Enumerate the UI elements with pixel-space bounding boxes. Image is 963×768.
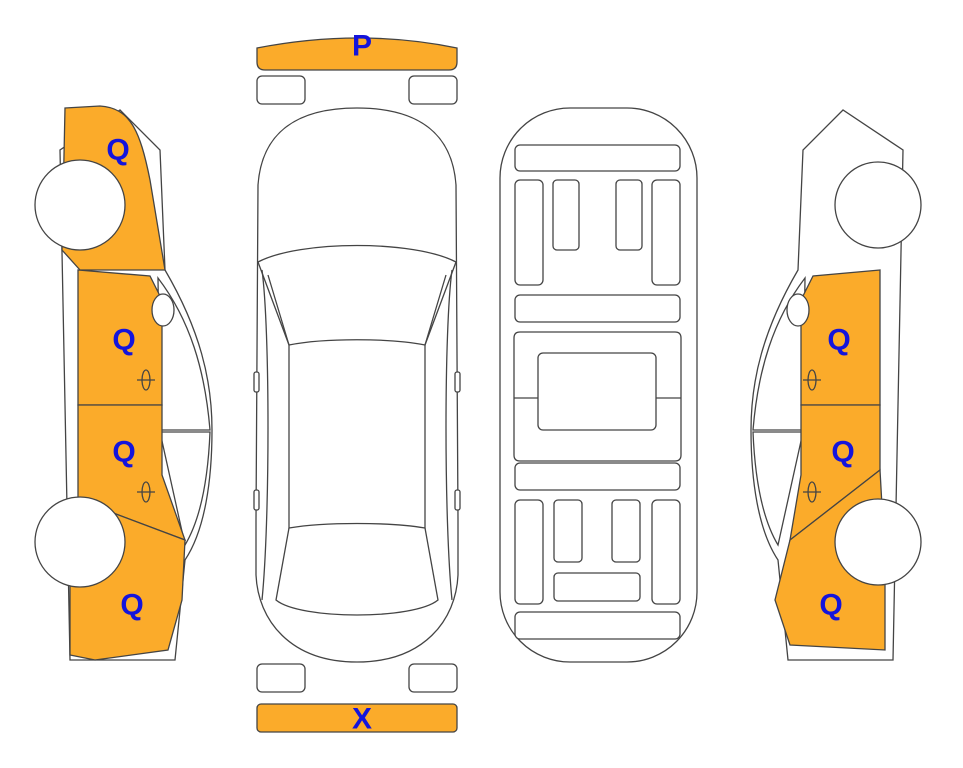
- car-underside-view: [499, 107, 698, 663]
- left-front-door[interactable]: Q: [77, 269, 163, 406]
- left-hood-line: [267, 274, 290, 346]
- right-side-rear-glass: [752, 431, 804, 547]
- right-side-front-wheel: [834, 161, 922, 249]
- left-front-door-label: Q: [112, 324, 135, 357]
- left-handle-rear: [253, 489, 260, 511]
- left-rear-handle: [137, 481, 155, 503]
- front-right-tire-top: [408, 75, 458, 105]
- rear-window: [275, 527, 439, 616]
- front-left-tire-top: [256, 75, 306, 105]
- underside-rear-inner-left: [553, 499, 583, 563]
- right-front-door-panel: [800, 269, 881, 406]
- top-view-body: [255, 107, 459, 663]
- underside-center-panel: [537, 352, 657, 431]
- left-rear-door-label: Q: [112, 436, 135, 469]
- left-rear-quarter-label: Q: [120, 589, 143, 622]
- right-mirror-front: [454, 371, 461, 393]
- left-side-rear-wheel: [34, 496, 126, 588]
- underside-rear-crossmember: [514, 462, 681, 491]
- right-rear-door-label: Q: [831, 436, 854, 469]
- right-rear-quarter-label: Q: [819, 589, 842, 622]
- left-rear-quarter[interactable]: Q: [69, 503, 186, 661]
- underside-rear-inner-right: [611, 499, 641, 563]
- front-bumper-panel: [256, 37, 458, 71]
- underside-rear-right-rail: [651, 499, 681, 605]
- left-mirror-front: [253, 371, 260, 393]
- front-bumper-label: P: [352, 30, 372, 63]
- right-side-mirror: [786, 293, 810, 327]
- underside-front-left-rail: [514, 179, 544, 286]
- underside-front-inner-right: [615, 179, 643, 251]
- underside-rear-bumper-beam: [514, 611, 681, 640]
- left-side-window-glass: [157, 276, 211, 431]
- right-side-contour: [445, 269, 453, 601]
- rear-bumper[interactable]: X: [256, 703, 458, 736]
- rear-right-tire-top: [408, 663, 458, 693]
- car-top-view: [253, 107, 461, 663]
- front-bumper[interactable]: P: [256, 30, 458, 71]
- underside-front-right-rail: [651, 179, 681, 286]
- car-left-side-view: Q Q Q Q: [34, 105, 213, 661]
- left-side-rear-glass: [159, 431, 211, 547]
- roof: [288, 345, 426, 529]
- right-rear-handle: [803, 481, 821, 503]
- right-handle-rear: [454, 489, 461, 511]
- windshield: [257, 244, 457, 346]
- right-front-door-label: Q: [827, 324, 850, 357]
- right-hood-line: [424, 274, 447, 346]
- rear-left-tire-top: [256, 663, 306, 693]
- underside-front-crossmember: [514, 144, 681, 172]
- right-front-door[interactable]: Q: [800, 269, 881, 406]
- underside-front-inner-left: [552, 179, 580, 251]
- left-side-contour: [261, 269, 269, 601]
- rear-bumper-label: X: [352, 703, 372, 736]
- right-side-rear-wheel: [834, 498, 922, 586]
- right-front-handle: [803, 369, 821, 391]
- underside-rear-left-rail: [514, 499, 544, 605]
- left-side-front-wheel: [34, 159, 126, 251]
- underside-center-frame: [513, 331, 682, 462]
- underside-mid-crossmember: [514, 294, 681, 323]
- left-front-handle: [137, 369, 155, 391]
- left-side-mirror: [151, 293, 175, 327]
- left-front-door-panel: [77, 269, 163, 406]
- underside-tank: [553, 572, 641, 602]
- left-front-fender-label: Q: [106, 134, 129, 167]
- car-right-side-view: Q Q Q: [750, 109, 922, 661]
- rear-bumper-panel: [256, 703, 458, 733]
